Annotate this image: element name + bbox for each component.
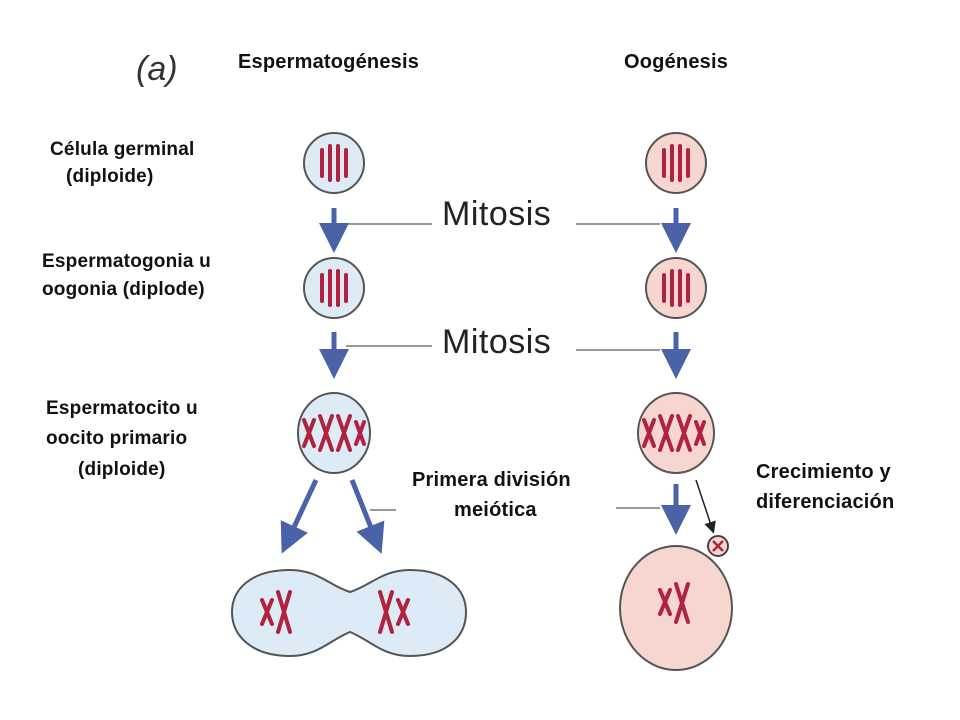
arrow-sperm-3a: [280, 478, 319, 554]
arrow-sperm-3b: [349, 479, 385, 554]
stage-germ-cell-line1: Célula germinal: [50, 139, 195, 160]
growth-label-line2: diferenciación: [756, 491, 895, 513]
primary-oocyte: [637, 392, 715, 474]
mitosis-label-2: Mitosis: [442, 323, 552, 361]
polar-body: [707, 535, 729, 557]
column-title-oogenesis: Oogénesis: [624, 51, 729, 73]
oogonium: [645, 257, 707, 319]
stage-gonia-line2: oogonia (diplode): [42, 279, 205, 300]
meiosis-label-line2: meiótica: [454, 499, 537, 521]
growing-oocyte: [619, 545, 733, 671]
primary-spermatocyte: [297, 392, 371, 474]
connector-lines: [346, 223, 660, 511]
mitosis-label-1: Mitosis: [442, 195, 552, 233]
arrow-growth: [695, 479, 716, 534]
stage-primary-line3: (diploide): [78, 459, 166, 480]
stage-germ-cell-line2: (diploide): [66, 166, 154, 187]
spermatogonium: [303, 257, 365, 319]
panel-label: (a): [136, 50, 178, 88]
germ-cell-sperm: [303, 132, 365, 194]
dividing-spermatocyte: [230, 568, 468, 658]
stage-gonia-line1: Espermatogonia u: [42, 251, 211, 272]
germ-cell-egg: [645, 132, 707, 194]
stage-primary-line2: oocito primario: [46, 428, 188, 449]
stage-primary-line1: Espermatocito u: [46, 398, 198, 419]
meiosis-label-line1: Primera división: [412, 469, 571, 491]
column-title-spermatogenesis: Espermatogénesis: [238, 51, 420, 73]
growth-label-line1: Crecimiento y: [756, 461, 891, 483]
